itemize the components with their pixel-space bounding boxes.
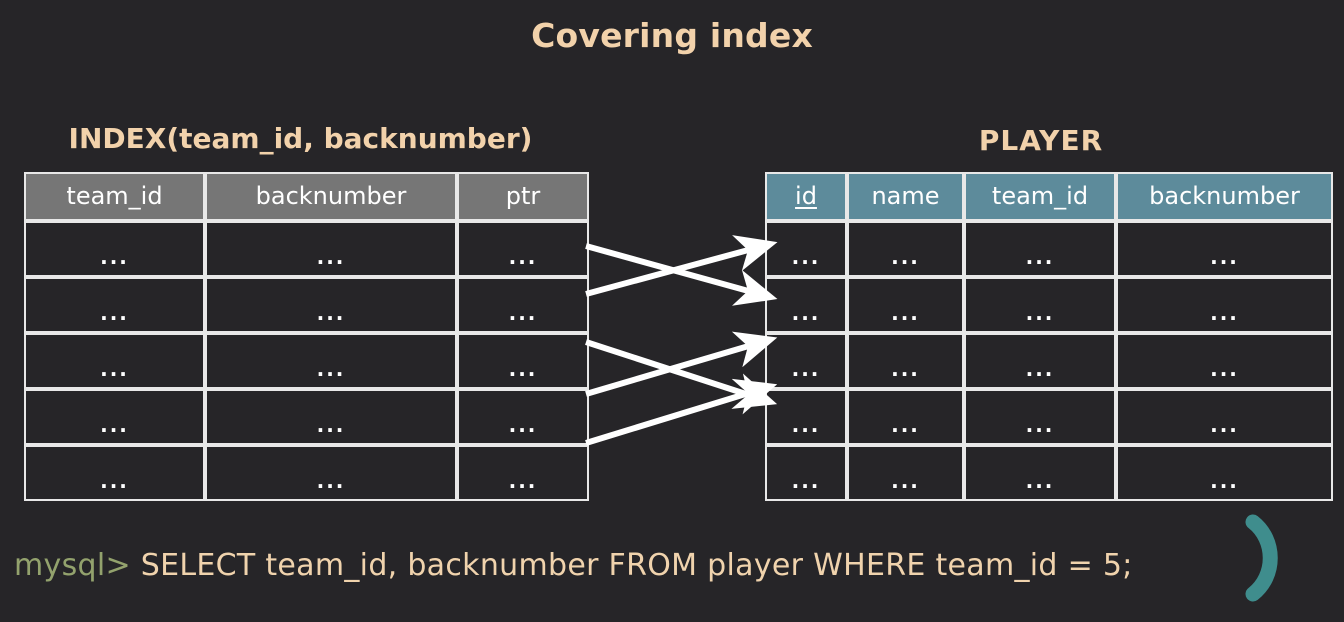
player-table-caption: PLAYER	[978, 124, 1104, 157]
player-cell: ...	[765, 333, 847, 389]
index-table-header-row: team_id backnumber ptr	[24, 172, 589, 221]
player-cell: ...	[964, 277, 1116, 333]
index-cell: ...	[457, 221, 589, 277]
index-cell: ...	[457, 389, 589, 445]
player-cell: ...	[964, 389, 1116, 445]
index-cell: ...	[24, 277, 205, 333]
player-cell: ...	[847, 333, 964, 389]
player-cell: ...	[847, 445, 964, 501]
index-cell: ...	[205, 333, 457, 389]
player-cell: ...	[765, 389, 847, 445]
player-col-name: name	[847, 172, 964, 221]
index-col-backnumber: backnumber	[205, 172, 457, 221]
player-cell: ...	[1116, 445, 1333, 501]
player-cell: ...	[1116, 333, 1333, 389]
primary-key-label: id	[795, 182, 817, 210]
table-row: ... ... ... ...	[765, 221, 1333, 277]
index-table-caption: INDEX(team_id, backnumber)	[68, 122, 533, 155]
player-cell: ...	[765, 445, 847, 501]
index-cell: ...	[457, 277, 589, 333]
pointer-arrow-4	[585, 331, 778, 397]
player-table-header-row: id name team_id backnumber	[765, 172, 1333, 221]
table-row: ... ... ... ...	[765, 333, 1333, 389]
player-cell: ...	[1116, 221, 1333, 277]
player-cell: ...	[964, 445, 1116, 501]
pointer-arrow-2	[585, 235, 778, 297]
table-row: ... ... ...	[24, 277, 589, 333]
index-cell: ...	[24, 221, 205, 277]
player-cell: ...	[964, 333, 1116, 389]
table-row: ... ... ... ...	[765, 277, 1333, 333]
player-cell: ...	[1116, 389, 1333, 445]
index-cell: ...	[205, 221, 457, 277]
sql-prompt-line: mysql> SELECT team_id, backnumber FROM p…	[14, 548, 1133, 583]
closing-paren-icon	[1245, 514, 1278, 602]
sql-statement-text: SELECT team_id, backnumber FROM player W…	[140, 548, 1133, 583]
index-cell: ...	[205, 445, 457, 501]
table-row: ... ... ... ...	[765, 389, 1333, 445]
mysql-prompt-label: mysql>	[14, 548, 131, 583]
pointer-arrow-1	[585, 243, 778, 306]
player-cell: ...	[765, 221, 847, 277]
player-cell: ...	[847, 389, 964, 445]
index-cell: ...	[24, 389, 205, 445]
player-col-team-id: team_id	[964, 172, 1116, 221]
index-cell: ...	[24, 445, 205, 501]
index-cell: ...	[205, 389, 457, 445]
player-cell: ...	[1116, 277, 1333, 333]
index-table: team_id backnumber ptr ... ... ... ... .…	[24, 172, 589, 501]
player-col-id: id	[765, 172, 847, 221]
player-cell: ...	[847, 221, 964, 277]
index-cell: ...	[205, 277, 457, 333]
player-col-backnumber: backnumber	[1116, 172, 1333, 221]
player-cell: ...	[847, 277, 964, 333]
player-table: id name team_id backnumber ... ... ... .…	[765, 172, 1333, 501]
index-col-ptr: ptr	[457, 172, 589, 221]
player-cell: ...	[765, 277, 847, 333]
table-row: ... ... ...	[24, 445, 589, 501]
table-row: ... ... ...	[24, 221, 589, 277]
table-row: ... ... ...	[24, 333, 589, 389]
table-row: ... ... ...	[24, 389, 589, 445]
table-row: ... ... ... ...	[765, 445, 1333, 501]
index-cell: ...	[24, 333, 205, 389]
index-cell: ...	[457, 333, 589, 389]
index-col-team-id: team_id	[24, 172, 205, 221]
index-cell: ...	[457, 445, 589, 501]
player-cell: ...	[964, 221, 1116, 277]
pointer-arrow-5	[585, 378, 778, 446]
page-title: Covering index	[531, 16, 813, 55]
pointer-arrow-3	[585, 339, 778, 409]
